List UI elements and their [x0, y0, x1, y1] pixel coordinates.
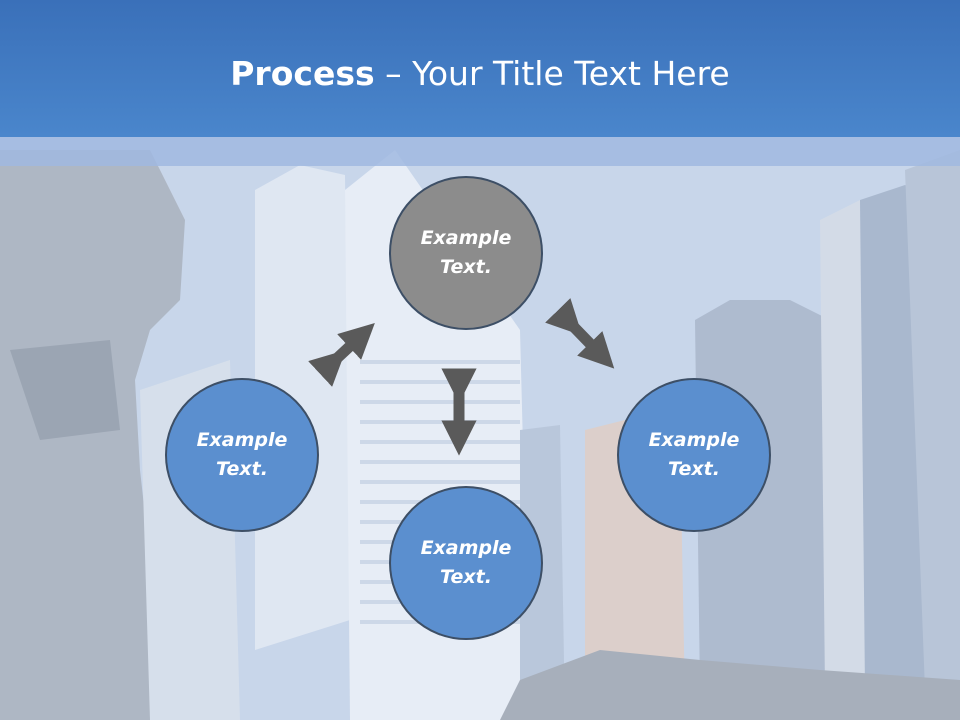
title-rest: – Your Title Text Here	[374, 54, 730, 93]
node-label: Example Text.	[420, 537, 512, 588]
node-label: Example Text.	[420, 227, 512, 278]
process-node-bottom[interactable]: Example Text.	[389, 486, 543, 640]
arrow-top-right	[545, 298, 615, 369]
arrow-top-left	[308, 323, 375, 387]
title-bar	[0, 0, 960, 137]
title-strip	[0, 137, 960, 166]
node-label: Example Text.	[196, 429, 288, 480]
title-bold: Process	[230, 54, 375, 93]
process-node-right[interactable]: Example Text.	[617, 378, 771, 532]
process-node-top[interactable]: Example Text.	[389, 176, 543, 330]
node-label: Example Text.	[648, 429, 740, 480]
slide-title[interactable]: Process – Your Title Text Here	[0, 52, 960, 96]
process-node-left[interactable]: Example Text.	[165, 378, 319, 532]
